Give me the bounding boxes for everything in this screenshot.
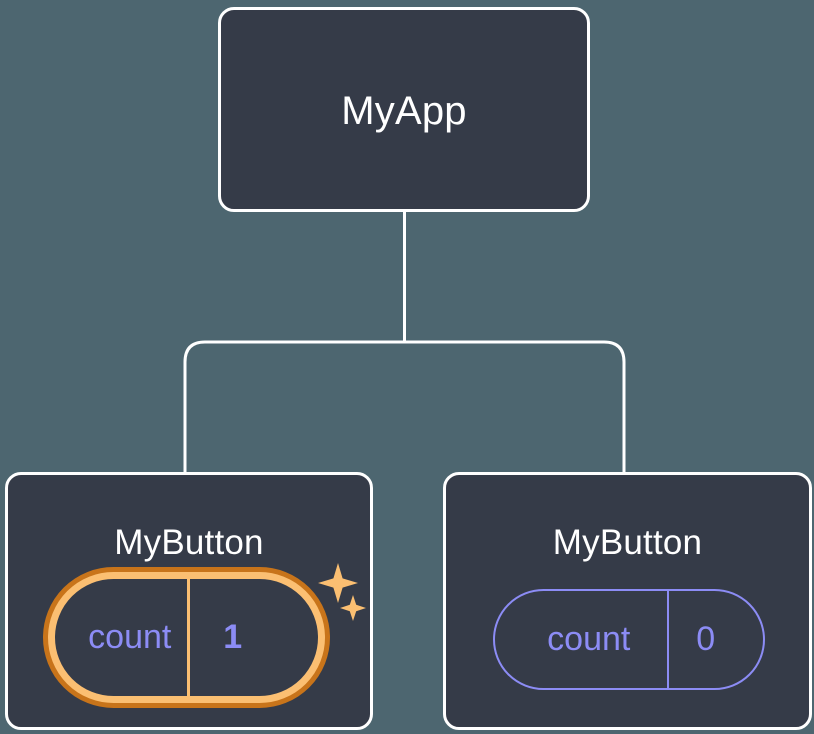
connector-branch — [183, 340, 626, 472]
state-value-label: 1 — [186, 579, 319, 696]
state-name-label: count — [547, 620, 631, 658]
state-pill-count-highlighted[interactable]: count 1 — [43, 567, 330, 708]
node-mybutton-right-label: MyButton — [552, 523, 703, 562]
state-name-label: count — [88, 618, 172, 656]
state-pill-inner: count 1 — [48, 572, 325, 703]
node-mybutton-left-label: MyButton — [114, 523, 264, 562]
state-pill-count-plain[interactable]: count 0 — [493, 589, 765, 690]
node-myapp-label: MyApp — [341, 89, 467, 133]
state-value-label: 0 — [666, 591, 763, 688]
node-myapp[interactable]: MyApp — [218, 7, 590, 212]
